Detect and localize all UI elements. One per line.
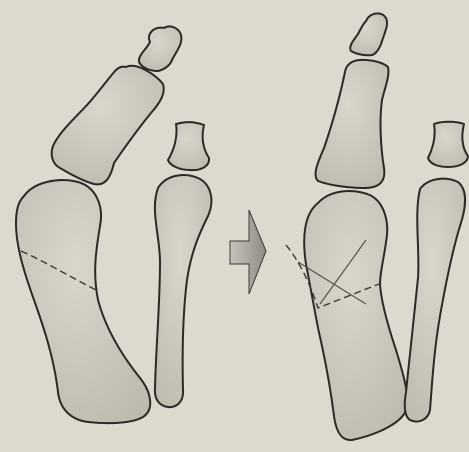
lesser-metatarsal-left <box>155 175 212 407</box>
lesser-phalanx-right <box>428 122 468 167</box>
lesser-metatarsal-right <box>405 179 465 422</box>
metatarsal-left <box>16 180 150 423</box>
panel-before <box>16 26 211 423</box>
proximal-phalanx-right <box>316 60 389 188</box>
proximal-phalanx-left <box>52 66 164 185</box>
lesser-phalanx-left <box>168 122 209 170</box>
distal-phalanx-left <box>139 26 181 71</box>
panel-after <box>286 13 468 440</box>
metatarsal-right <box>304 191 407 440</box>
distal-phalanx-right <box>350 13 387 55</box>
right-arrow-icon <box>230 210 266 294</box>
